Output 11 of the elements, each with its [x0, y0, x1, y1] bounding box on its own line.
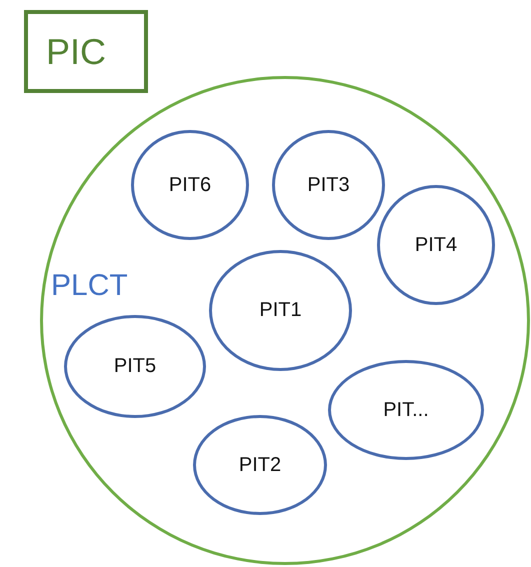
ellipse-label: PIT3 [307, 174, 350, 196]
ellipse-label: PIT6 [168, 174, 212, 196]
ellipse-label: PIT5 [114, 355, 156, 378]
box-label: PIC [46, 30, 106, 72]
ellipse-label: PIT2 [238, 454, 282, 476]
circle-label: PLCT [51, 269, 128, 303]
ellipse-label: PIT... [383, 398, 429, 422]
ellipse-label: PIT4 [414, 234, 458, 256]
ellipse-label: PIT1 [259, 299, 302, 322]
label-box [24, 10, 148, 93]
container-circle [40, 76, 530, 565]
